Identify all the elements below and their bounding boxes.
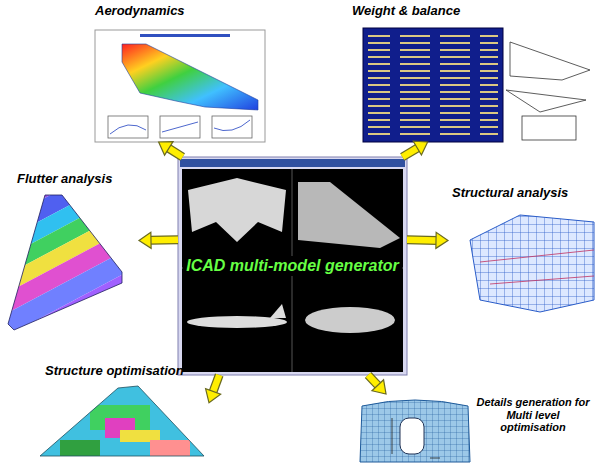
structure-spar (480, 250, 594, 284)
structural-picture (470, 215, 594, 312)
arrow-shaft (213, 375, 219, 392)
arrow-outline (402, 148, 418, 157)
analysis-heading: Details generation for Multi level optim… (473, 396, 593, 434)
screenshot (178, 157, 407, 375)
panel (360, 400, 470, 462)
arrow-shaft (402, 148, 418, 157)
arrow-head (372, 380, 386, 394)
block-arrow (206, 375, 221, 403)
block-arrow (402, 141, 427, 157)
side-view-fin (270, 304, 286, 318)
aircraft-sketch (506, 90, 586, 112)
arrow-shaft (368, 375, 378, 386)
weight-picture (363, 28, 590, 142)
generator-title: ICAD multi-model generator (183, 256, 401, 276)
flutter-picture (0, 127, 203, 380)
weight-table (363, 28, 503, 142)
aero-curve (110, 120, 250, 134)
details-picture (360, 400, 470, 462)
arrow-outline (368, 375, 378, 386)
window-titlebar (180, 159, 405, 167)
optimisation-picture (35, 384, 207, 460)
aero-plot (212, 116, 252, 138)
generator-box: ICAD multi-model generator (178, 157, 407, 375)
block-arrow (368, 375, 386, 394)
aero-title-bar (140, 34, 230, 37)
opt-zone (150, 440, 190, 456)
front-view (305, 307, 395, 333)
aero-panel (95, 30, 265, 142)
window-view (182, 169, 403, 372)
analysis-heading-box: Weight & balance (352, 4, 596, 142)
arrow-outline (168, 148, 183, 157)
analysis-heading-box: Structure optimisation (35, 364, 209, 461)
analysis-heading: Weight & balance (352, 4, 596, 19)
analysis-heading-box: Structural analysis (448, 186, 596, 316)
aero-plot (108, 116, 148, 138)
aero-picture (95, 30, 265, 142)
aircraft-sketch (510, 42, 590, 80)
aero-wing (122, 44, 258, 110)
opt-zone (35, 384, 207, 460)
arrow-head (413, 141, 427, 155)
flutter-band (0, 242, 203, 381)
analysis-heading-box: Aerodynamics (95, 4, 267, 142)
analysis-heading: Aerodynamics (95, 4, 267, 19)
arrow-outline (150, 235, 178, 244)
structure-mesh-bg (470, 215, 594, 312)
analysis-heading-box: Details generation for Multi level optim… (352, 394, 595, 461)
weight-table-rows (368, 34, 498, 138)
arrow-head (436, 232, 448, 248)
arrow-head (206, 389, 221, 403)
box-sketch (522, 116, 576, 140)
arrow-head (139, 232, 151, 248)
panel-mesh (360, 400, 470, 462)
flutter-band (0, 224, 184, 345)
analysis-heading-box: Flutter analysis (5, 170, 139, 334)
flutter-outline (8, 195, 122, 330)
block-arrow (159, 142, 183, 157)
arrow-head (159, 142, 173, 156)
arrow-shaft (407, 237, 437, 244)
block-arrow (139, 232, 178, 248)
cut-out (400, 418, 424, 454)
arrow-outline (407, 235, 437, 245)
arrow-shaft (168, 148, 183, 157)
structure-mesh (470, 215, 594, 312)
analysis-heading: Flutter analysis (17, 172, 139, 187)
arrow-outline (213, 375, 219, 392)
arrow-shaft (150, 237, 178, 244)
window-frame (178, 157, 407, 375)
opt-zone (60, 440, 100, 456)
dimension-line (392, 418, 440, 458)
analysis-heading: Structure optimisation (45, 364, 209, 379)
wing-view (298, 182, 400, 248)
planform-view (188, 178, 286, 242)
opt-outline (40, 386, 204, 456)
block-arrow (407, 232, 448, 248)
analysis-heading: Structural analysis (452, 186, 596, 201)
